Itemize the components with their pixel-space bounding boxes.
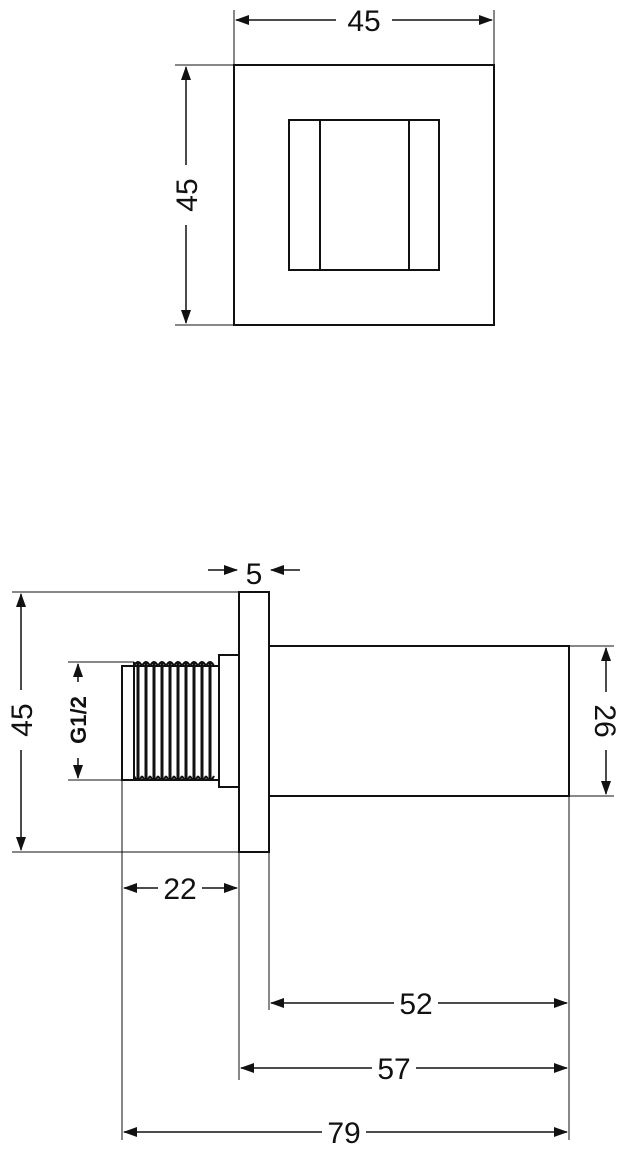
side-flange [238,591,270,853]
overall-length-label: 79 [327,1117,360,1150]
flange-thickness-label: 5 [246,558,263,591]
thread-teeth [133,661,215,781]
top-width-label: 45 [347,5,380,38]
thread-label: G1/2 [66,696,91,744]
top-height-label: 45 [171,178,204,211]
body-length-label: 52 [399,988,432,1021]
top-view-inner-recess [288,119,440,271]
top-view: 45 45 [171,5,495,326]
side-body [268,645,570,797]
thread [121,661,220,781]
flange-to-end-label: 57 [377,1053,410,1086]
top-view-outer-plate [233,64,495,326]
thread-length-label: 22 [163,873,196,906]
side-step [218,654,240,788]
side-view: 5 45 G1/2 26 22 52 57 [6,558,621,1150]
body-height-label: 26 [588,704,621,737]
side-height-label: 45 [6,703,39,736]
